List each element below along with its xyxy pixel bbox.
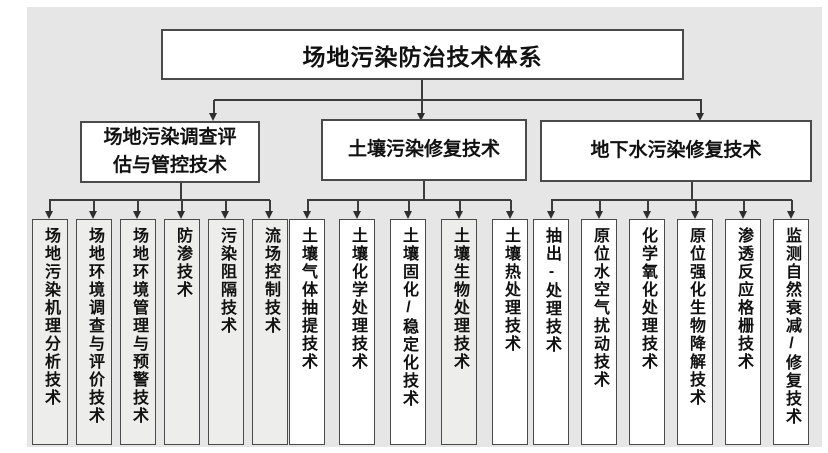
leaf-node: 渗透反应格栅技术 <box>725 219 761 445</box>
arrow-down-icon <box>739 211 747 219</box>
connector-line <box>695 200 697 212</box>
leaf-label: 土壤固化/稳定化技术 <box>400 227 417 408</box>
arrow-down-icon <box>404 211 412 219</box>
connector-line <box>700 100 702 113</box>
leaf-node: 防渗技术 <box>164 219 200 445</box>
connector-line <box>225 200 227 212</box>
arrow-down-icon <box>595 211 603 219</box>
connector-line <box>791 200 793 212</box>
connector-line <box>459 200 461 212</box>
arrow-down-icon <box>417 113 425 121</box>
branch-node-soil-remediation: 土壤污染修复技术 <box>321 119 527 181</box>
arrow-down-icon <box>547 211 555 219</box>
leaf-label: 原位水空气扰动技术 <box>591 227 608 389</box>
leaf-node: 原位水空气扰动技术 <box>581 219 617 445</box>
leaf-node: 污染阻隔技术 <box>208 219 244 445</box>
leaf-node: 流场控制技术 <box>252 219 288 445</box>
leaf-label: 化学氧化处理技术 <box>639 227 656 371</box>
leaf-node: 抽出-处理技术 <box>533 219 569 445</box>
leaf-label: 土壤气体抽提技术 <box>299 227 316 371</box>
arrow-down-icon <box>696 113 704 121</box>
leaf-label: 土壤热处理技术 <box>502 227 519 353</box>
connector-line <box>551 200 553 212</box>
leaf-label: 土壤化学处理技术 <box>349 227 366 371</box>
root-node-label: 场地污染防治技术体系 <box>302 43 543 70</box>
leaf-node: 土壤化学处理技术 <box>339 219 375 445</box>
leaf-node: 土壤生物处理技术 <box>441 219 477 445</box>
leaf-node: 原位强化生物降解技术 <box>677 219 713 445</box>
connector-line <box>551 199 792 201</box>
leaf-label: 污染阻隔技术 <box>218 227 235 335</box>
connector-line <box>510 200 512 212</box>
branch-node-label: 场地污染调查评 <box>103 127 237 149</box>
leaf-node: 土壤固化/稳定化技术 <box>390 219 426 445</box>
arrow-down-icon <box>353 211 361 219</box>
leaf-label: 监测自然衰减/修复技术 <box>783 227 800 426</box>
connector-line <box>408 200 410 212</box>
connector-line <box>93 200 95 212</box>
leaf-node: 场地环境调查与评价技术 <box>76 219 112 445</box>
branch-node-groundwater-remediation: 地下水污染修复技术 <box>540 120 812 182</box>
connector-line <box>49 200 51 212</box>
connector-line <box>307 200 309 212</box>
leaf-label: 原位强化生物降解技术 <box>687 227 704 407</box>
connector-line <box>357 200 359 212</box>
arrow-down-icon <box>221 211 229 219</box>
leaf-label: 防渗技术 <box>174 227 191 299</box>
arrow-down-icon <box>209 113 217 121</box>
leaf-node: 监测自然衰减/修复技术 <box>773 219 809 445</box>
arrow-down-icon <box>787 211 795 219</box>
connector-line <box>181 200 183 212</box>
connector-line <box>691 182 693 200</box>
connector-line <box>743 200 745 212</box>
leaf-label: 流场控制技术 <box>262 227 279 335</box>
leaf-node: 土壤热处理技术 <box>492 219 528 445</box>
connector-line <box>599 200 601 212</box>
leaf-node: 场地污染机理分析技术 <box>32 219 68 445</box>
arrow-down-icon <box>133 211 141 219</box>
branch-node-label: 估与管控技术 <box>112 155 227 176</box>
branch-node-label: 地下水污染修复技术 <box>590 140 762 162</box>
connector-line <box>137 200 139 212</box>
connector-line <box>421 100 423 113</box>
leaf-label: 渗透反应格栅技术 <box>735 227 752 371</box>
leaf-label: 土壤生物处理技术 <box>451 227 468 371</box>
connector-line <box>214 99 702 101</box>
arrow-down-icon <box>45 211 53 219</box>
connector-line <box>647 200 649 212</box>
leaf-node: 场地环境管理与预警技术 <box>120 219 156 445</box>
branch-node-label: 土壤污染修复技术 <box>347 139 500 161</box>
root-node: 场地污染防治技术体系 <box>161 29 684 80</box>
connector-line <box>213 100 215 113</box>
arrow-down-icon <box>89 211 97 219</box>
leaf-label: 场地环境管理与预警技术 <box>130 227 147 425</box>
arrow-down-icon <box>177 211 185 219</box>
arrow-down-icon <box>265 211 273 219</box>
connector-line <box>423 181 425 200</box>
arrow-down-icon <box>691 211 699 219</box>
connector-line <box>421 80 423 100</box>
arrow-down-icon <box>303 211 311 219</box>
leaf-label: 场地污染机理分析技术 <box>42 227 59 407</box>
arrow-down-icon <box>643 211 651 219</box>
connector-line <box>180 183 182 200</box>
leaf-label: 场地环境调查与评价技术 <box>86 227 103 425</box>
arrow-down-icon <box>455 211 463 219</box>
leaf-node: 化学氧化处理技术 <box>629 219 665 445</box>
leaf-label: 抽出-处理技术 <box>543 227 560 354</box>
connector-line <box>49 199 270 201</box>
leaf-node: 土壤气体抽提技术 <box>289 219 325 445</box>
branch-node-survey-control: 场地污染调查评 估与管控技术 <box>80 121 260 183</box>
arrow-down-icon <box>506 211 514 219</box>
connector-line <box>269 200 271 212</box>
